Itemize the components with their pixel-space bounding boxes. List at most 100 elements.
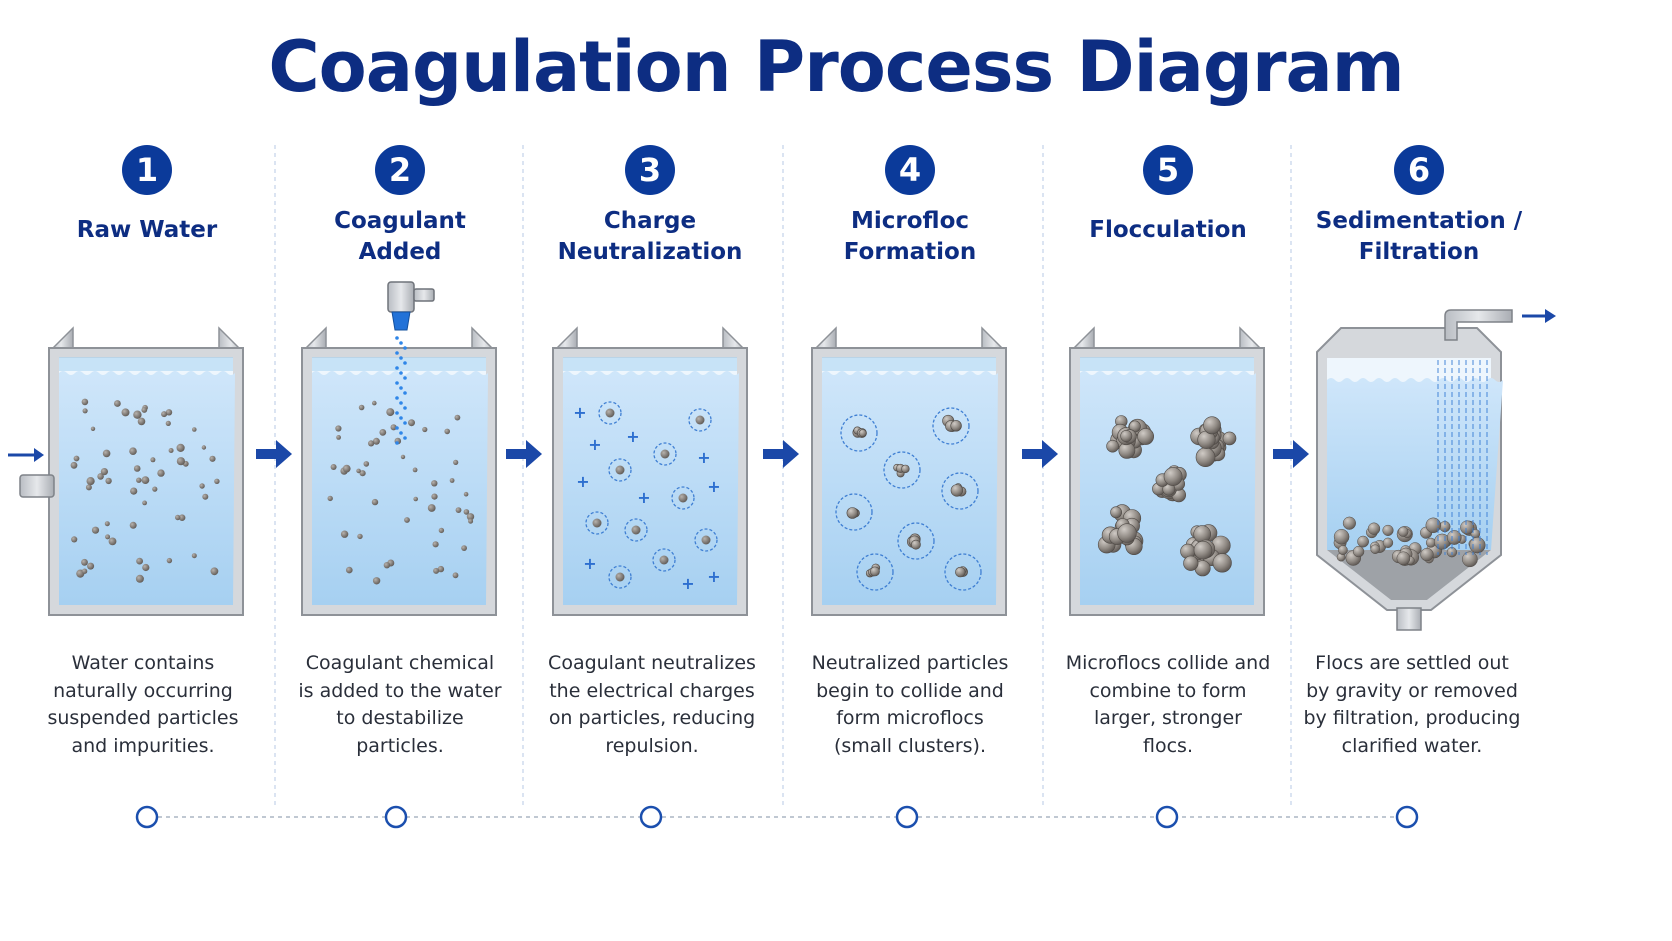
plus-icon: + [707,567,720,586]
particle [437,565,445,573]
stage-title-microfloc-formation: Microfloc Formation [843,208,977,265]
microfloc-ring [835,493,873,531]
arrow-head [783,440,799,468]
stage-number-badge: 6 [1394,145,1444,195]
floc-particle [1110,506,1122,519]
particle [359,470,366,477]
coagulant-drop [395,381,399,385]
plus-icon: + [681,574,694,593]
circle-node-icon [639,805,663,829]
particle [129,521,137,529]
particle [701,535,711,545]
particle [141,476,150,484]
tanks-layer: ++++++++++ [8,281,1556,631]
particle [130,487,138,495]
particle [104,521,110,527]
particle [210,567,219,576]
particle [114,400,121,407]
microfloc-ring [897,522,935,560]
arrow-head [276,440,292,468]
stage-number-badge: 2 [375,145,425,195]
particle [372,577,381,585]
arrow-shaft [763,449,785,459]
particle [454,414,461,421]
right-arrow-icon [763,440,799,468]
particle [85,484,92,491]
stage-number-badge: 3 [625,145,675,195]
particle [214,478,220,484]
dosing-nozzle-inlet [413,288,435,302]
coagulant-drop [399,401,403,405]
water-body [822,371,998,605]
particle [432,541,439,548]
particle [463,491,469,497]
particle [404,517,410,523]
coagulant-drop [403,391,407,395]
stage-number-badge: 5 [1143,145,1193,195]
microfloc-ring [944,553,982,591]
charge-ring [624,518,648,542]
stage-title-sedimentation-filtration: Sedimentation / Filtration [1315,208,1523,265]
particle [135,574,144,583]
particle [678,493,688,503]
charge-ring [585,511,609,535]
arrow-head [1042,440,1058,468]
particle [100,468,108,476]
particle [427,504,436,512]
circle-node-icon [1395,805,1419,829]
particle [383,562,391,569]
stage-description: Flocs are settled out by gravity or remo… [1303,652,1521,757]
particle [209,455,216,462]
particle [340,530,349,538]
particle [87,562,95,570]
particle [73,455,80,462]
particle [363,461,370,467]
arrow-shaft [506,449,528,459]
particle [70,461,78,469]
particle [330,464,337,470]
stage-title-flocculation: Flocculation [1089,217,1247,243]
plus-icon: + [573,403,586,422]
particle [631,525,641,535]
particle [81,568,88,574]
water-surface-band [1080,357,1254,371]
floc-particle [1193,540,1213,560]
dosing-nozzle-tip [391,311,411,331]
settled-floc [1446,530,1462,545]
settled-floc [1333,529,1350,545]
particle [141,407,148,413]
particle [453,459,459,465]
floc-particle [901,464,910,474]
particle [121,408,130,417]
floc-particle [1203,416,1221,435]
particle [105,534,111,540]
particle [449,478,455,483]
particle [201,445,207,450]
coagulant-drop [395,366,399,370]
settled-floc [1398,526,1409,537]
particle [413,496,419,502]
circle-node-icon [895,805,919,829]
particle [335,425,342,432]
right-arrow-icon [1022,440,1058,468]
coagulant-drop [399,341,403,345]
inlet-pipe [19,474,55,498]
circle-node-icon [1155,805,1179,829]
particle [178,514,186,521]
tank-coagulant-added [301,281,497,616]
charge-ring [652,548,676,572]
particle [165,409,173,416]
dosing-nozzle-body [387,281,415,313]
charge-ring [653,442,677,466]
particle [176,457,185,466]
plus-icon: + [576,472,589,491]
coagulant-drop [403,376,407,380]
particle [97,473,104,480]
water-body [312,371,488,605]
particle [192,427,197,432]
particle [175,514,181,521]
inlet-arrow-head [34,448,44,462]
particle [431,493,438,500]
particle [166,557,173,564]
charge-ring [694,528,718,552]
